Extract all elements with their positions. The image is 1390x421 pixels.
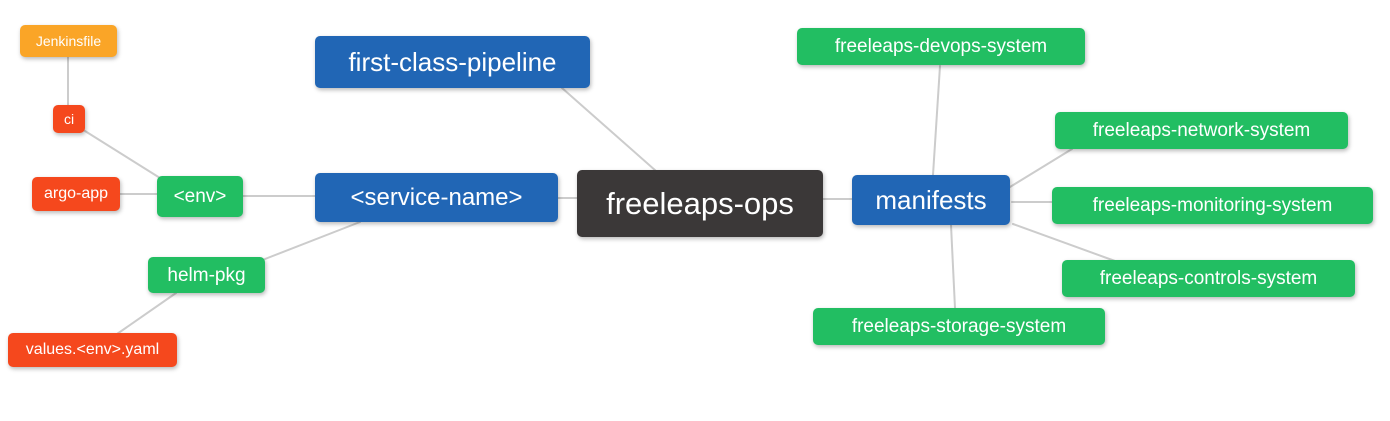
edge-pipeline-root xyxy=(561,87,657,172)
node-jenkinsfile[interactable]: Jenkinsfile xyxy=(20,25,117,57)
edge-manifests-devops xyxy=(932,65,941,176)
node-freeleaps-monitoring-system[interactable]: freeleaps-monitoring-system xyxy=(1052,187,1373,224)
node-env[interactable]: <env> xyxy=(157,176,243,217)
node-helm-pkg[interactable]: helm-pkg xyxy=(148,257,265,293)
edge-manifests-controls xyxy=(1012,223,1116,262)
node-values-env-yaml[interactable]: values.<env>.yaml xyxy=(8,333,177,367)
node-manifests[interactable]: manifests xyxy=(852,175,1010,225)
node-argo-app[interactable]: argo-app xyxy=(32,177,120,211)
node-freeleaps-network-system[interactable]: freeleaps-network-system xyxy=(1055,112,1348,149)
edge-servicename-helmpkg xyxy=(264,221,361,260)
node-root-freeleaps-ops[interactable]: freeleaps-ops xyxy=(577,170,823,237)
node-ci[interactable]: ci xyxy=(53,105,85,133)
node-freeleaps-controls-system[interactable]: freeleaps-controls-system xyxy=(1062,260,1355,297)
edge-ci-env xyxy=(84,130,161,179)
node-freeleaps-storage-system[interactable]: freeleaps-storage-system xyxy=(813,308,1105,345)
edge-manifests-storage xyxy=(950,224,956,309)
node-service-name[interactable]: <service-name> xyxy=(315,173,558,222)
node-freeleaps-devops-system[interactable]: freeleaps-devops-system xyxy=(797,28,1085,65)
edge-helmpkg-values xyxy=(116,292,177,335)
node-first-class-pipeline[interactable]: first-class-pipeline xyxy=(315,36,590,88)
edge-manifests-network xyxy=(1009,148,1073,188)
